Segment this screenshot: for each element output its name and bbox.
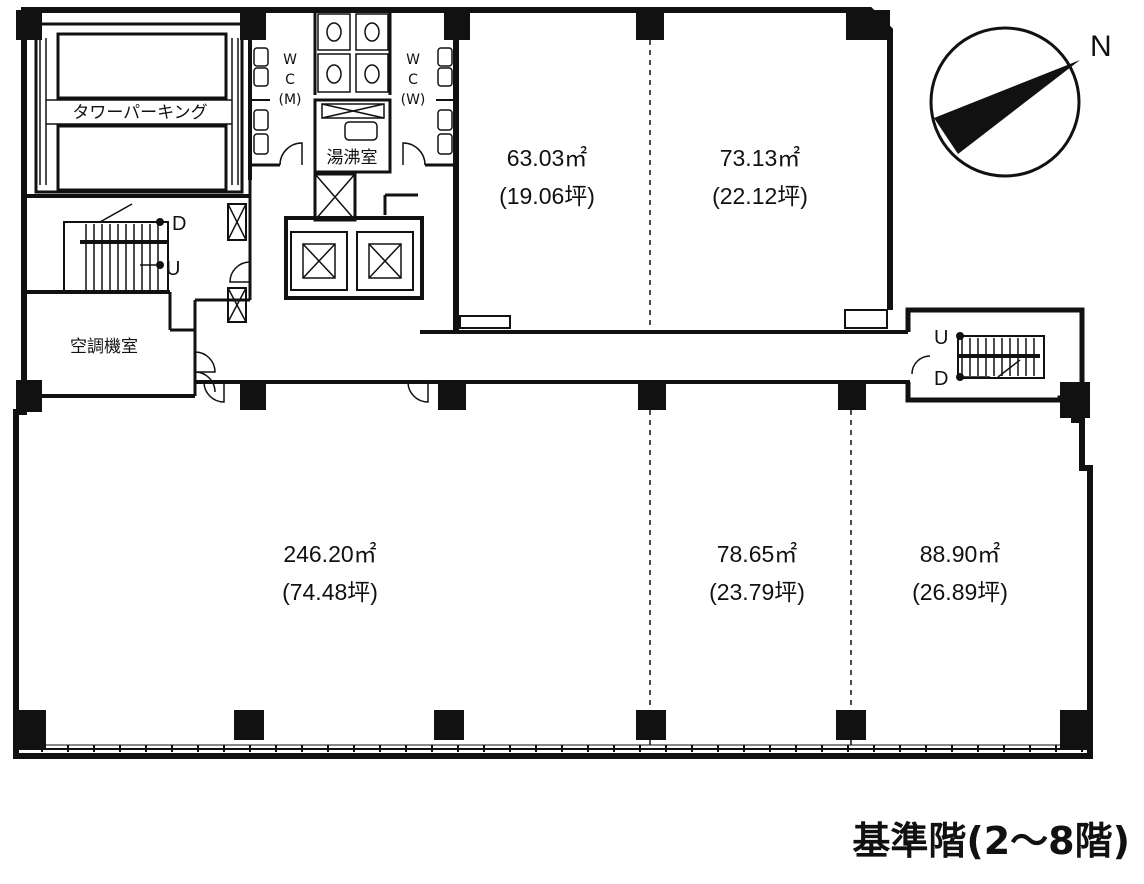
svg-text:78.65㎡: 78.65㎡ bbox=[717, 541, 798, 567]
svg-text:(22.12坪): (22.12坪) bbox=[712, 183, 808, 209]
svg-text:C: C bbox=[285, 72, 295, 88]
svg-text:(W): (W) bbox=[401, 92, 426, 108]
stair-right-up-label: U bbox=[934, 327, 948, 349]
tower-parking bbox=[34, 22, 244, 194]
svg-text:(23.79坪): (23.79坪) bbox=[709, 579, 805, 605]
area-label-a4: 78.65㎡ (23.79坪) bbox=[709, 541, 805, 605]
stair-left-up-label: U bbox=[166, 258, 180, 280]
svg-text:63.03㎡: 63.03㎡ bbox=[507, 145, 588, 171]
svg-text:88.90㎡: 88.90㎡ bbox=[920, 541, 1001, 567]
north-label: N bbox=[1090, 30, 1112, 63]
elevator-cars bbox=[302, 243, 402, 279]
stair-right-down-label: D bbox=[934, 368, 948, 390]
area-label-a2: 73.13㎡ (22.12坪) bbox=[712, 145, 808, 209]
svg-text:246.20㎡: 246.20㎡ bbox=[283, 541, 376, 567]
stair-right bbox=[905, 307, 1085, 403]
svg-text:(74.48坪): (74.48坪) bbox=[282, 579, 378, 605]
svg-text:W: W bbox=[406, 52, 420, 68]
north-compass-icon: N bbox=[929, 26, 1112, 178]
svg-text:(26.89坪): (26.89坪) bbox=[912, 579, 1008, 605]
stair-left bbox=[63, 203, 247, 323]
area-label-a1: 63.03㎡ (19.06坪) bbox=[499, 145, 595, 209]
svg-text:(M): (M) bbox=[278, 92, 301, 108]
svg-text:(19.06坪): (19.06坪) bbox=[499, 183, 595, 209]
structural-columns bbox=[16, 10, 1090, 750]
ac-room-label: 空調機室 bbox=[70, 337, 138, 357]
door-swings bbox=[194, 261, 931, 403]
kitchen-fixtures bbox=[321, 103, 385, 141]
stair-left-down-label: D bbox=[172, 213, 186, 235]
area-label-a3: 246.20㎡ (74.48坪) bbox=[282, 541, 378, 605]
wc-men-label: W C (M) bbox=[278, 52, 301, 108]
tenant-partitions bbox=[649, 400, 852, 745]
svg-text:C: C bbox=[408, 72, 418, 88]
wc-women-label: W C (W) bbox=[401, 52, 426, 108]
kitchen-label: 湯沸室 bbox=[327, 148, 378, 168]
wc-fixtures bbox=[253, 13, 453, 166]
corridor-walls bbox=[24, 330, 910, 398]
lower-office-walls bbox=[13, 390, 1093, 759]
tower-parking-label: タワーパーキング bbox=[72, 103, 207, 123]
svg-text:73.13㎡: 73.13㎡ bbox=[720, 145, 801, 171]
area-label-a5: 88.90㎡ (26.89坪) bbox=[912, 541, 1008, 605]
window-mullions bbox=[15, 745, 1083, 752]
page-title: 基準階(2〜8階) bbox=[852, 819, 1130, 863]
svg-text:W: W bbox=[283, 52, 297, 68]
